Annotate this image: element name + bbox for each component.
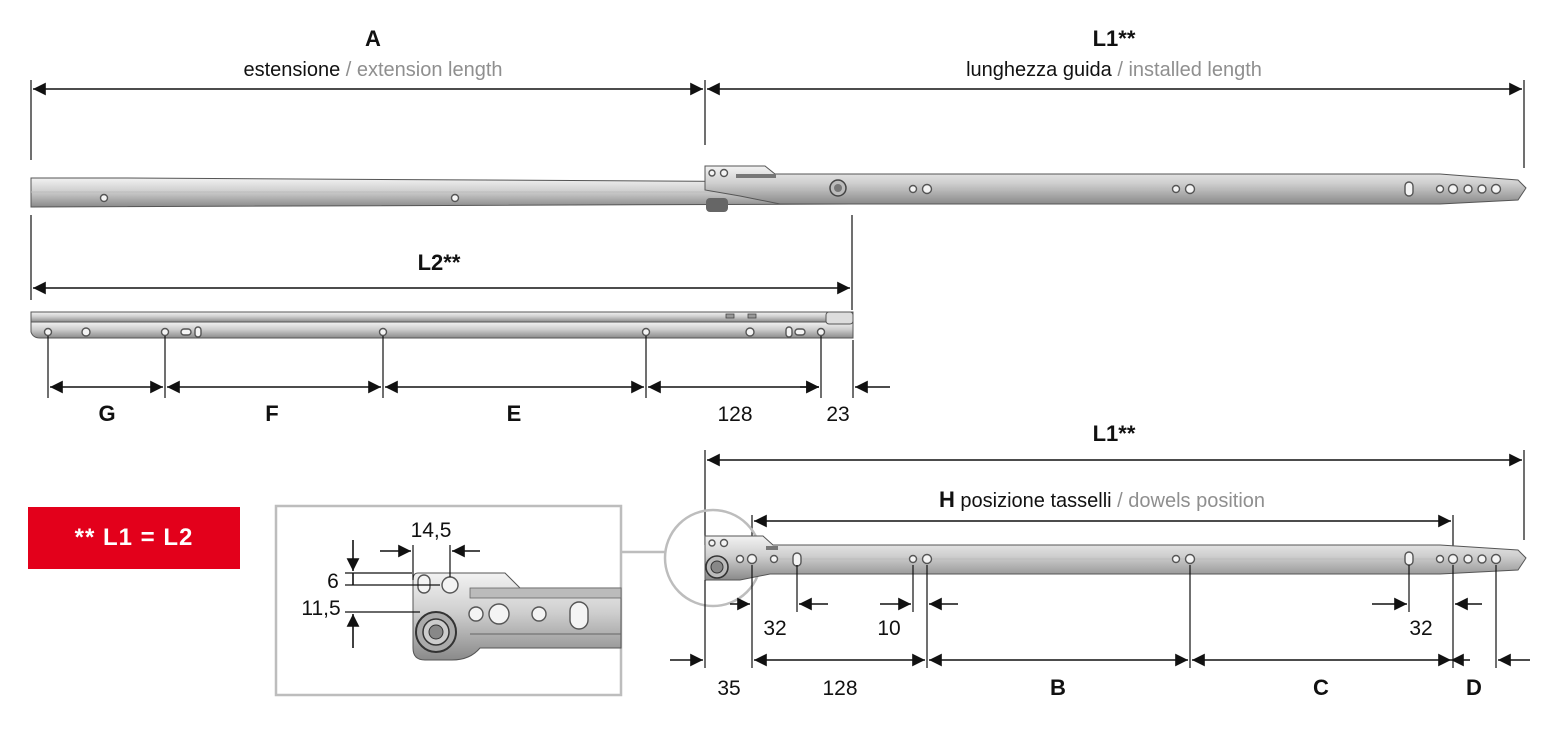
label-H-it: posizione tasselli: [955, 490, 1112, 512]
label-6: 6: [327, 570, 339, 593]
label-L1-caption: lunghezza guida / installed length: [966, 59, 1262, 81]
small-dimensions: 32 10 32: [730, 565, 1482, 640]
label-128-mid: 128: [717, 403, 752, 426]
label-L1-it: lunghezza guida: [966, 59, 1113, 81]
cabinet-member-drawing: [620, 508, 1527, 608]
label-A-caption: estensione / extension length: [243, 59, 502, 81]
label-D: D: [1466, 675, 1482, 700]
label-35: 35: [717, 677, 740, 700]
label-23: 23: [826, 403, 849, 426]
label-A-en: extension length: [357, 59, 503, 81]
label-32-right: 32: [1409, 617, 1432, 640]
label-32-left: 32: [763, 617, 786, 640]
label-F: F: [265, 401, 278, 426]
label-L2: L2**: [418, 250, 461, 275]
label-A: A: [365, 26, 381, 51]
drawer-member-drawing: [30, 311, 854, 339]
label-L1-sep: /: [1112, 59, 1129, 81]
label-G: G: [98, 401, 115, 426]
l2-dimension: L2**: [30, 215, 853, 310]
label-H: H: [939, 487, 955, 512]
label-H-sep: /: [1112, 490, 1129, 512]
label-A-it: estensione: [243, 59, 340, 81]
label-14-5: 14,5: [411, 519, 452, 542]
label-10: 10: [877, 617, 900, 640]
bottom-top-dimensions: L1** H posizione tasselli / dowels posit…: [704, 421, 1525, 560]
bottom-dimensions: 35 128 B C D: [670, 565, 1530, 700]
label-H-en: dowels position: [1128, 490, 1265, 512]
label-A-sep: /: [340, 59, 357, 81]
label-L1-en: installed length: [1128, 59, 1261, 81]
top-dimensions: A estensione / extension length L1** lun…: [30, 26, 1525, 168]
label-E: E: [507, 401, 522, 426]
l1-equals-l2-note: ** L1 = L2: [28, 507, 240, 569]
label-B: B: [1050, 675, 1066, 700]
middle-dimensions: G F E 128 23: [47, 336, 890, 426]
label-L1-top: L1**: [1093, 26, 1136, 51]
detail-inset: 14,5 6 11,5: [274, 504, 623, 697]
label-C: C: [1313, 675, 1329, 700]
label-128-bottom: 128: [822, 677, 857, 700]
label-11-5: 11,5: [301, 597, 340, 620]
label-H-caption: H posizione tasselli / dowels position: [939, 487, 1265, 512]
label-L1-bottom: L1**: [1093, 421, 1136, 446]
extended-slide-drawing: [30, 165, 1527, 212]
